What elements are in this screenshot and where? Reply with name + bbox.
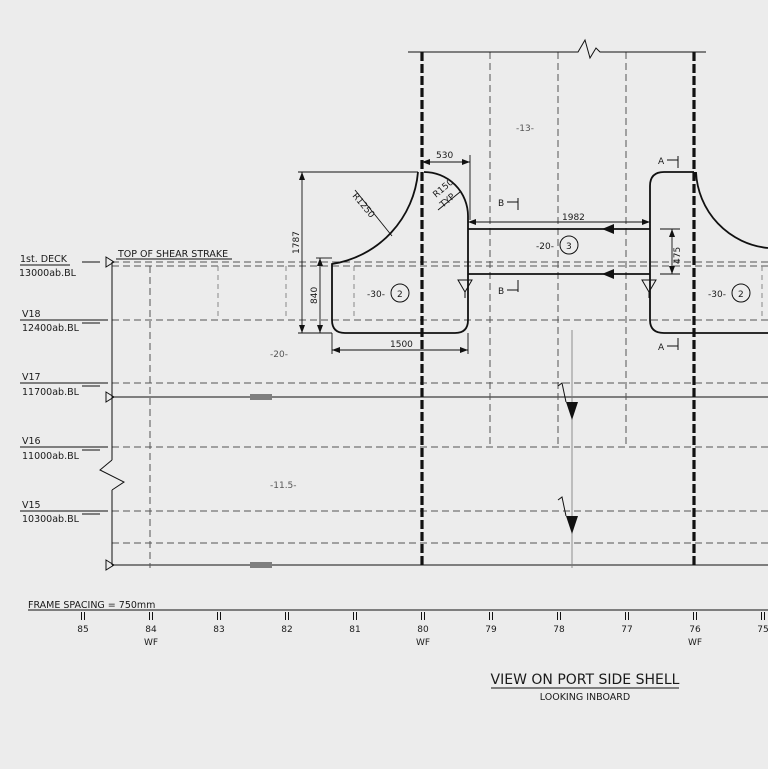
- frame-number-81: 81: [349, 625, 360, 635]
- section-b-bottom: B: [498, 287, 504, 297]
- frame-number-85: 85: [77, 625, 88, 635]
- deck-lines: [99, 256, 768, 571]
- plate-thickness: -13- -20- 3 -30- 2 -30- 2 -20- -11.5-: [270, 124, 751, 491]
- section-b-top: B: [498, 199, 504, 209]
- drawing-subtitle: LOOKING INBOARD: [540, 692, 630, 703]
- drawing-title: VIEW ON PORT SIDE SHELL: [491, 672, 680, 688]
- frame-number-80: 80: [417, 625, 429, 635]
- dim-1500: 1500: [390, 340, 413, 350]
- dim-530: 530: [436, 151, 453, 161]
- deck-height-1st: 13000ab.BL: [19, 268, 77, 279]
- openings: [331, 171, 768, 334]
- callout-3: 3: [566, 242, 572, 252]
- frame-number-84: 84: [145, 625, 157, 635]
- frame-spacing-label: FRAME SPACING = 750mm: [28, 600, 155, 611]
- deck-name-v15: V15: [22, 500, 41, 511]
- thickness-11-5: -11.5-: [270, 481, 297, 491]
- section-markers: B B A A: [498, 156, 679, 353]
- deck-height-v15: 10300ab.BL: [22, 514, 80, 525]
- web-frame-label-84: WF: [144, 638, 158, 648]
- frame-lines: [149, 52, 763, 568]
- dim-840: 840: [310, 287, 320, 304]
- deck-name-1st: 1st. DECK: [20, 254, 68, 265]
- callout-2-left: 2: [397, 290, 403, 300]
- frame-number-76: 76: [689, 625, 701, 635]
- frame-number-82: 82: [281, 625, 292, 635]
- frame-number-79: 79: [485, 625, 497, 635]
- web-frame-label-76: WF: [688, 638, 702, 648]
- dim-1982: 1982: [562, 213, 585, 223]
- deck-name-v18: V18: [22, 309, 41, 320]
- frame-number-78: 78: [553, 625, 565, 635]
- thickness-30-left: -30-: [367, 290, 385, 300]
- frame-number-75: 75: [757, 625, 768, 635]
- thickness-20-shell: -20-: [270, 350, 288, 360]
- dim-r1250: R1250: [350, 192, 377, 221]
- dim-1787: 1787: [292, 231, 302, 254]
- deck-name-v17: V17: [22, 372, 41, 383]
- callout-2-right: 2: [738, 290, 744, 300]
- dim-475: 475: [673, 247, 683, 264]
- frame-number-77: 77: [621, 625, 632, 635]
- deck-name-v16: V16: [22, 436, 41, 447]
- web-frame-lines: [408, 38, 706, 568]
- deck-height-v18: 12400ab.BL: [22, 323, 80, 334]
- thickness-13: -13-: [516, 124, 534, 134]
- shear-strake-label: TOP OF SHEAR STRAKE: [117, 249, 228, 260]
- deck-height-v17: 11700ab.BL: [22, 387, 80, 398]
- section-a-top: A: [658, 157, 665, 167]
- dimensions: 530 R1250 R150 TYP 1787 840 1500 1982: [292, 151, 683, 354]
- section-a-bottom: A: [658, 343, 665, 353]
- thickness-30-right: -30-: [708, 290, 726, 300]
- thickness-20-stiffener: -20-: [536, 242, 554, 252]
- frame-number-83: 83: [213, 625, 224, 635]
- web-frame-label-80: WF: [416, 638, 430, 648]
- deck-height-v16: 11000ab.BL: [22, 451, 80, 462]
- deck-labels: 1st. DECK 13000ab.BL V18 12400ab.BL V17 …: [19, 254, 108, 525]
